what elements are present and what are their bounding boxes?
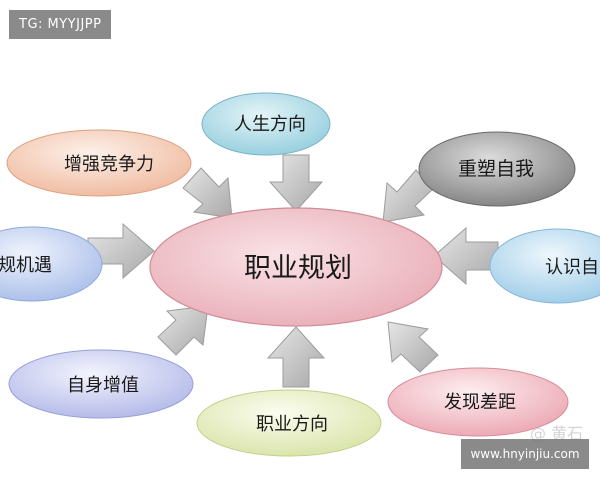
node-label: 重塑自我 [458, 158, 534, 180]
node-life-direction: 人生方向 [201, 92, 331, 156]
arrow-from-self-value [157, 305, 209, 356]
arrow-from-competitiveness [182, 167, 233, 219]
center-label: 职业规划 [244, 253, 352, 284]
watermark-url-badge: www.hnyinjiu.com [461, 439, 589, 469]
node-label: 人生方向 [234, 114, 306, 135]
node-competitiveness: 增强竞争力 [6, 129, 192, 197]
node-opportunity: 规机遇 [0, 226, 103, 302]
arrows [87, 154, 499, 388]
faint-logo-watermark: @ 黄石 [530, 424, 584, 443]
arrow-from-find-gap [387, 321, 439, 373]
arrow-from-rebuild-self [382, 169, 434, 223]
node-label: 认识自 [545, 257, 599, 278]
node-career-direction: 职业方向 [196, 389, 382, 457]
center-node: 职业规划 [149, 207, 443, 327]
node-label: 职业方向 [256, 414, 328, 435]
watermark-top-left: TG: MYYJJPP [9, 10, 112, 39]
node-rebuild-self: 重塑自我 [418, 131, 576, 207]
node-self-value: 自身增值 [8, 349, 194, 419]
node-know-self: 认识自 [489, 228, 600, 304]
node-label: 增强竞争力 [64, 154, 154, 175]
node-label: 发现差距 [444, 392, 516, 413]
node-find-gap: 发现差距 [387, 367, 569, 437]
arrow-from-life-direction [268, 154, 324, 212]
arrow-from-know-self [433, 226, 499, 286]
node-label: 规机遇 [0, 255, 52, 276]
arrow-from-career-direction [266, 326, 326, 388]
node-label: 自身增值 [67, 375, 139, 396]
